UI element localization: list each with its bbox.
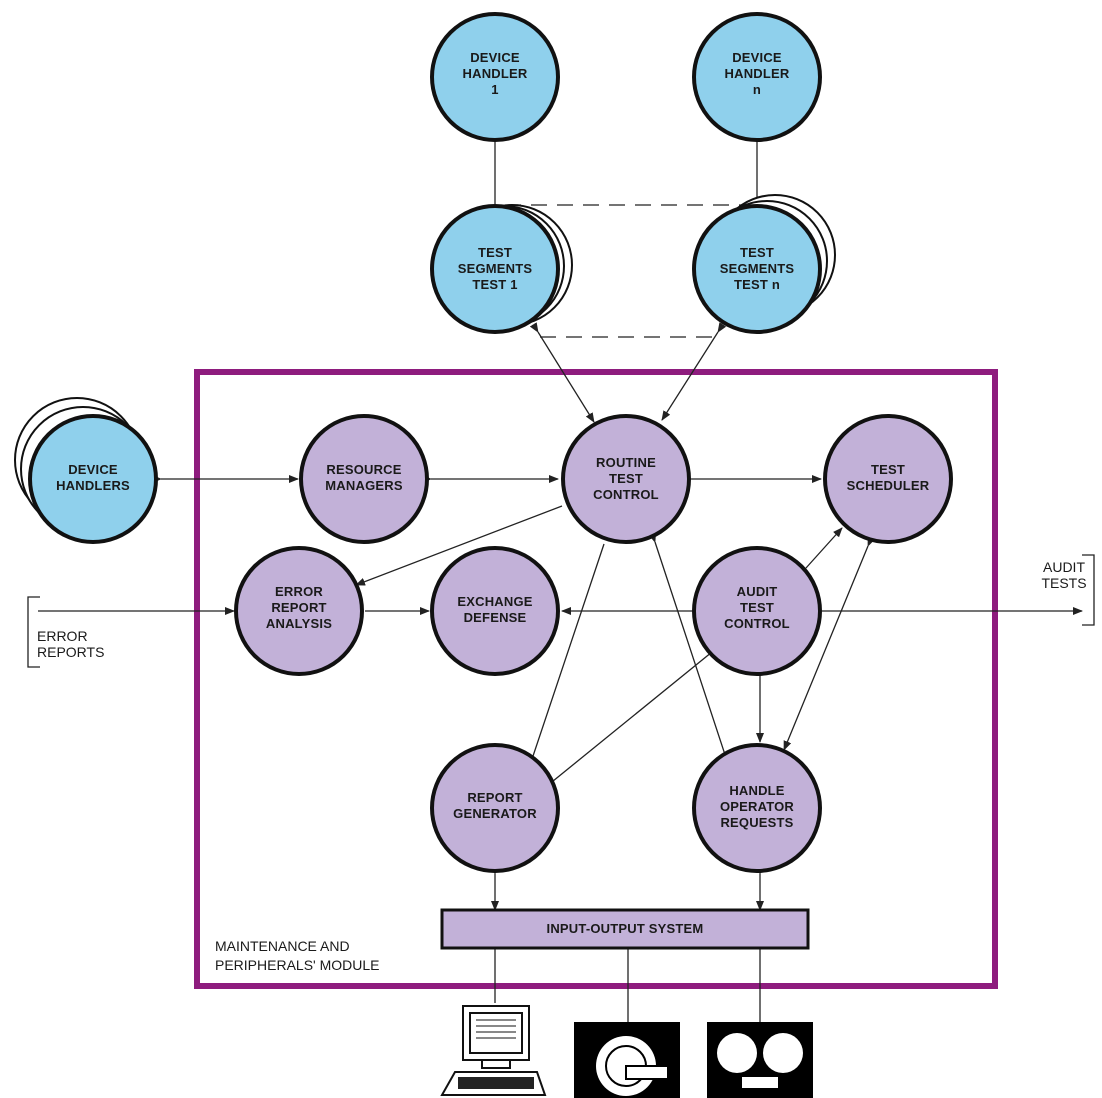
error-reports-label-line2: REPORTS (37, 644, 104, 660)
svg-text:HANDLERS: HANDLERS (56, 478, 130, 493)
svg-text:n: n (753, 82, 761, 97)
svg-text:ERROR: ERROR (275, 584, 323, 599)
svg-text:TEST n: TEST n (734, 277, 780, 292)
svg-text:AUDIT: AUDIT (737, 584, 778, 599)
svg-text:INPUT-OUTPUT SYSTEM: INPUT-OUTPUT SYSTEM (547, 921, 704, 936)
audit-tests-label-line2: TESTS (1041, 575, 1086, 591)
svg-text:OPERATOR: OPERATOR (720, 799, 794, 814)
edge-atc-rg (541, 651, 713, 791)
svg-text:TEST: TEST (740, 245, 774, 260)
svg-text:REPORT: REPORT (467, 790, 522, 805)
tape-drive-icon (707, 1022, 813, 1098)
svg-text:DEFENSE: DEFENSE (464, 610, 527, 625)
error-reports-label-line1: ERROR (37, 628, 88, 644)
node-test-segments-n[interactable]: TEST SEGMENTS TEST n (692, 204, 822, 334)
error-reports-bracket (27, 596, 40, 668)
svg-text:TEST: TEST (478, 245, 512, 260)
disk-drive-icon (574, 1022, 680, 1098)
io-system-box[interactable]: INPUT-OUTPUT SYSTEM (440, 908, 810, 950)
svg-text:TEST: TEST (871, 462, 905, 477)
audit-tests-bracket (1082, 554, 1095, 626)
node-error-report-analysis[interactable]: ERROR REPORT ANALYSIS (234, 546, 364, 676)
svg-text:EXCHANGE: EXCHANGE (457, 594, 532, 609)
svg-text:DEVICE: DEVICE (732, 50, 782, 65)
svg-text:TEST 1: TEST 1 (472, 277, 517, 292)
node-device-handler-1[interactable]: DEVICE HANDLER 1 (430, 12, 560, 142)
node-routine-test-control[interactable]: ROUTINE TEST CONTROL (561, 414, 691, 544)
svg-text:ROUTINE: ROUTINE (596, 455, 656, 470)
edge-rtc-rg (524, 543, 605, 781)
svg-text:TEST: TEST (609, 471, 643, 486)
svg-text:RESOURCE: RESOURCE (326, 462, 401, 477)
audit-tests-label-line1: AUDIT (1043, 559, 1085, 575)
svg-text:SCHEDULER: SCHEDULER (847, 478, 930, 493)
edge-rtc-era (355, 505, 563, 586)
svg-text:SEGMENTS: SEGMENTS (720, 261, 795, 276)
edge-ts1-rtc (529, 322, 595, 423)
module-border (194, 369, 998, 989)
svg-text:1: 1 (491, 82, 498, 97)
svg-text:DEVICE: DEVICE (68, 462, 118, 477)
svg-text:SEGMENTS: SEGMENTS (458, 261, 533, 276)
svg-text:DEVICE: DEVICE (470, 50, 520, 65)
module-label-line2: PERIPHERALS' MODULE (215, 957, 380, 973)
terminal-icon (440, 1005, 547, 1096)
svg-text:REPORT: REPORT (271, 600, 326, 615)
node-test-segments-1[interactable]: TEST SEGMENTS TEST 1 (430, 204, 560, 334)
svg-text:ANALYSIS: ANALYSIS (266, 616, 332, 631)
svg-text:CONTROL: CONTROL (724, 616, 790, 631)
node-resource-managers[interactable]: RESOURCE MANAGERS (299, 414, 429, 544)
edge-rtc-hor (648, 532, 735, 783)
svg-text:HANDLE: HANDLE (729, 783, 784, 798)
svg-text:MANAGERS: MANAGERS (325, 478, 403, 493)
svg-text:GENERATOR: GENERATOR (453, 806, 537, 821)
edge-atc-ts (797, 527, 843, 578)
module-label-line1: MAINTENANCE AND (215, 938, 350, 954)
node-test-scheduler[interactable]: TEST SCHEDULER (823, 414, 953, 544)
edge-ts-hor (783, 536, 876, 751)
svg-text:HANDLER: HANDLER (725, 66, 790, 81)
svg-text:TEST: TEST (740, 600, 774, 615)
node-audit-test-control[interactable]: AUDIT TEST CONTROL (692, 546, 822, 676)
svg-text:HANDLER: HANDLER (463, 66, 528, 81)
node-device-handlers[interactable]: DEVICE HANDLERS (28, 414, 158, 544)
node-handle-operator-requests[interactable]: HANDLE OPERATOR REQUESTS (692, 743, 822, 873)
edge-tsn-rtc (661, 322, 727, 421)
node-report-generator[interactable]: REPORT GENERATOR (430, 743, 560, 873)
svg-text:CONTROL: CONTROL (593, 487, 659, 502)
svg-text:REQUESTS: REQUESTS (720, 815, 793, 830)
node-exchange-defense[interactable]: EXCHANGE DEFENSE (430, 546, 560, 676)
node-device-handler-n[interactable]: DEVICE HANDLER n (692, 12, 822, 142)
